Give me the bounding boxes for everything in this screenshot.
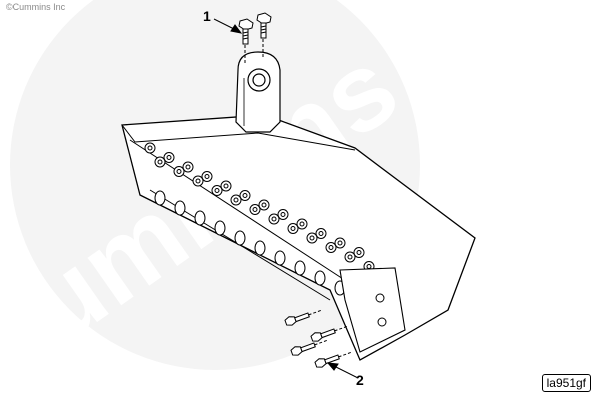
leader-arrow-2 xyxy=(326,362,359,379)
copyright-text: ©Cummins Inc xyxy=(6,2,66,12)
valve-rows xyxy=(144,142,375,272)
valve-stem xyxy=(337,240,343,246)
bottom-bolts xyxy=(284,309,352,368)
lifting-bracket xyxy=(235,51,281,133)
valve-stem xyxy=(176,169,182,174)
valve-stem xyxy=(261,202,267,208)
valve-stem xyxy=(233,197,239,203)
port-hole xyxy=(174,200,186,216)
valve-stem xyxy=(157,159,163,165)
valve-stem xyxy=(328,245,334,250)
valve-stem xyxy=(242,193,248,198)
callout-2: 2 xyxy=(356,372,364,388)
valve-stem xyxy=(299,221,305,227)
valve-stem xyxy=(290,226,296,231)
valve-stem xyxy=(223,183,229,189)
valve-stem xyxy=(366,264,372,269)
valve-stem xyxy=(271,216,277,222)
valve-stem xyxy=(309,235,315,241)
valve-stem xyxy=(280,212,286,217)
valve-stem xyxy=(185,164,191,170)
valve-stem xyxy=(204,174,210,179)
valve-stem xyxy=(147,145,153,151)
figure-id-label: la951gf xyxy=(541,374,591,392)
port-hole xyxy=(274,250,286,266)
bolt-bottom xyxy=(310,325,348,342)
valve-stem xyxy=(356,250,362,255)
valve-stem xyxy=(318,231,324,236)
leader-arrow-1 xyxy=(213,18,243,34)
port-hole xyxy=(214,220,226,236)
bolt-top-left xyxy=(238,18,254,45)
valve-stem xyxy=(252,207,258,212)
port-hole xyxy=(154,190,166,206)
port-hole xyxy=(314,270,326,286)
bolt-bottom xyxy=(284,309,322,326)
callout-1: 1 xyxy=(203,8,211,24)
valve-stem xyxy=(195,178,201,184)
cylinder-head xyxy=(121,114,476,361)
port-hole xyxy=(254,240,266,256)
port-holes xyxy=(154,190,346,296)
valve-stem xyxy=(214,188,220,193)
valve-stem xyxy=(347,254,353,260)
bolt-top-right xyxy=(256,12,272,39)
port-hole xyxy=(194,210,206,226)
valve-stem xyxy=(166,155,172,160)
bolt-bottom xyxy=(290,339,328,356)
bolt-bottom xyxy=(314,351,352,368)
port-hole xyxy=(294,260,306,276)
port-hole xyxy=(234,230,246,246)
